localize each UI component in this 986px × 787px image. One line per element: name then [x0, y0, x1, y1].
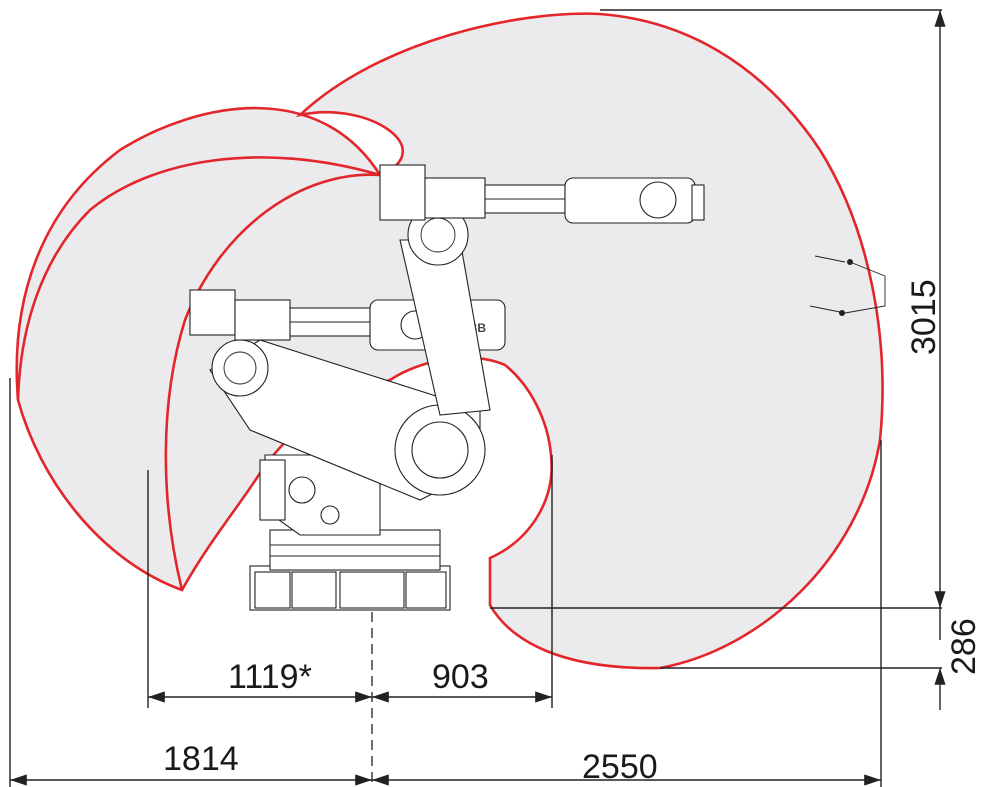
robot-base — [249, 529, 451, 611]
dim-label-3015: 3015 — [905, 279, 943, 355]
dim-label-1119: 1119* — [228, 658, 312, 696]
robot-upper-arm-top — [379, 164, 705, 224]
envelope-inner-curve — [164, 173, 381, 591]
dim-label-286: 286 — [945, 618, 983, 675]
extension-lines — [9, 9, 942, 787]
robot-lower-body — [259, 454, 381, 536]
envelope-inner-curve-2 — [16, 156, 381, 401]
dim-label-2550: 2550 — [582, 748, 658, 786]
dim-label-1814: 1814 — [163, 740, 239, 778]
dim-label-903: 903 — [432, 658, 489, 696]
robot-lower-arm — [209, 339, 486, 501]
tool-hint-lines — [809, 255, 886, 316]
